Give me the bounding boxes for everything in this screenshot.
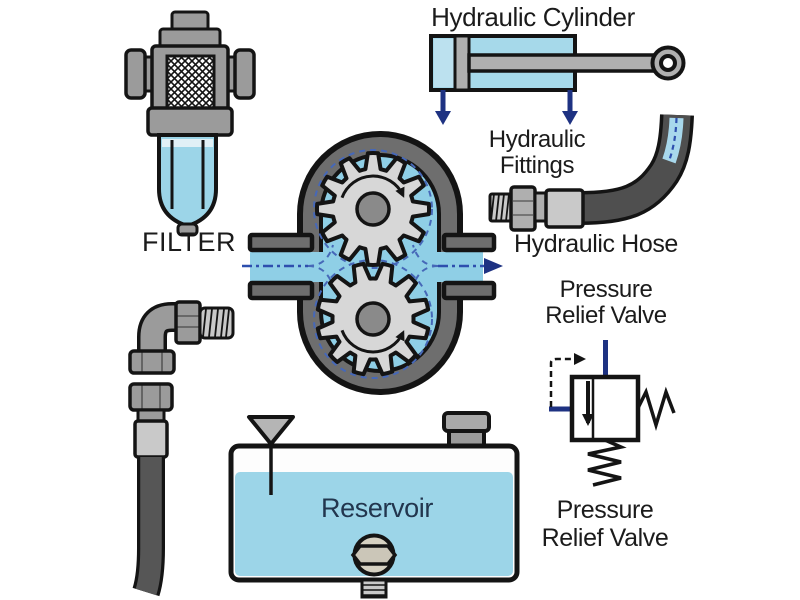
filter-bowl-drain <box>176 222 199 237</box>
prv-pilot-dashed-line <box>549 353 586 407</box>
elbow-nut <box>174 300 202 345</box>
hose-ferrule <box>544 188 585 229</box>
hose-nut <box>509 185 537 232</box>
filter-bowl <box>157 133 218 229</box>
pump-outlet-flange-top <box>441 232 497 253</box>
prv-label-bottom-line1: Pressure <box>556 496 654 524</box>
cylinder-rod-eye-hole <box>659 54 677 72</box>
filter-illustration <box>124 10 256 237</box>
cylinder-cap-end <box>434 39 455 87</box>
rotation-arrow-bottom <box>340 329 405 354</box>
prv-label-top-line1: Pressure <box>559 276 653 303</box>
hose-thread-hatch <box>490 193 510 222</box>
gear-pump-illustration <box>242 131 503 395</box>
filter-mesh-element <box>165 54 216 116</box>
gear-top-hub <box>355 191 391 227</box>
reservoir-illustration <box>228 411 520 599</box>
filter-label: FILTER <box>141 227 236 257</box>
elbow-flange-facets <box>141 352 163 372</box>
gear-bottom-hub <box>355 301 391 337</box>
filter-collar <box>146 106 234 137</box>
cylinder-label: Hydraulic Cylinder <box>431 2 635 32</box>
hose-end-body <box>135 457 162 596</box>
prv-label-bottom: Pressure Relief Valve <box>520 496 690 552</box>
hose-end-nut-facets <box>141 385 161 409</box>
reservoir-breather-funnel <box>247 415 295 446</box>
hose-end-illustration <box>128 382 174 597</box>
fittings-label: Hydraulic Fittings <box>457 127 617 179</box>
flow-arrowhead <box>484 258 503 274</box>
reservoir-fluid <box>235 472 513 576</box>
prv-symbol <box>549 340 676 487</box>
reservoir-filler-cap <box>442 411 491 433</box>
prv-spring-bottom <box>587 438 627 487</box>
prv-label-top-line2: Relief Valve <box>545 301 667 329</box>
hose-end-nut <box>128 382 174 412</box>
reservoir-drain-plug-hex <box>350 544 398 566</box>
hose-end-ferrule <box>133 419 169 459</box>
hydraulic-hose-illustration <box>488 114 694 232</box>
prv-box <box>569 374 641 443</box>
hose-label: Hydraulic Hose <box>514 230 678 258</box>
prv-label-bottom-line2: Relief Valve <box>541 524 669 552</box>
hose-nut-facets <box>513 200 533 216</box>
prv-label-top: Pressure Relief Valve <box>526 277 686 329</box>
hydraulic-cylinder-illustration <box>429 34 686 125</box>
pump-inlet-flange-top <box>247 232 315 253</box>
filter-left-port <box>124 48 147 100</box>
elbow-pipe <box>140 305 180 357</box>
fittings-label-line2: Fittings <box>499 151 575 179</box>
filter-top-cap <box>170 10 210 32</box>
elbow-fitting-illustration <box>128 300 235 375</box>
filter-bowl-ribs <box>170 140 205 209</box>
pump-outlet-flange-bottom <box>441 280 497 301</box>
flow-path-circle-top <box>313 149 433 269</box>
elbow-thread-hatch <box>202 308 230 338</box>
elbow-nut-facets <box>177 315 199 328</box>
reservoir-drain-threads <box>363 584 385 596</box>
hose-cutaway-flow-dashes <box>667 117 678 162</box>
rotation-arrow-top <box>340 174 405 199</box>
elbow-flange <box>128 349 176 375</box>
filter-right-port <box>233 48 256 100</box>
prv-spring-right <box>636 386 676 432</box>
cylinder-piston <box>453 34 471 92</box>
filter-bowl-highlight <box>162 139 213 147</box>
fittings-label-line1: Hydraulic <box>488 126 586 153</box>
pump-inlet-flange-bottom <box>247 280 315 301</box>
cylinder-rod <box>467 53 658 73</box>
flow-split-dashes <box>307 244 439 288</box>
reservoir-label: Reservoir <box>321 493 433 523</box>
